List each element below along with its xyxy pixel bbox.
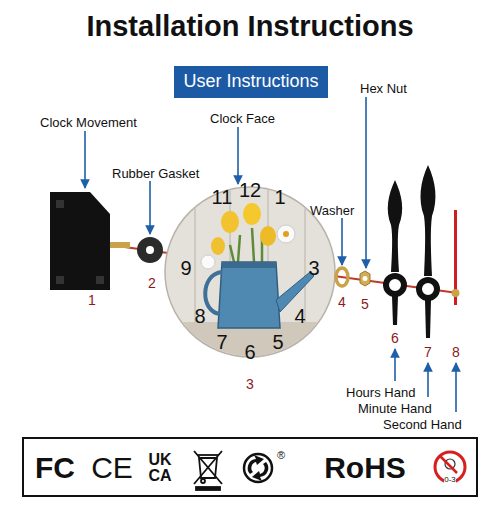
part-name: Rubber Gasket [112, 167, 199, 180]
dial-numeral: 7 [216, 332, 227, 352]
callout-number: 8 [452, 345, 460, 359]
gasket-ring [137, 237, 163, 263]
certification-bar: FC CE UK CA ® RoHS 0-3 [22, 437, 478, 497]
white-flower [201, 255, 215, 269]
leader-lines [85, 97, 456, 412]
watering-can [218, 262, 280, 328]
wood-plank [194, 180, 196, 370]
minute-hand [419, 165, 437, 338]
dial-numeral: 12 [239, 180, 261, 200]
recycle-ring [244, 454, 272, 482]
daffodil [243, 203, 261, 225]
warning-slash [440, 456, 457, 473]
weee-icon [194, 451, 222, 490]
part-name: Washer [310, 204, 354, 217]
dial-numeral: 9 [180, 258, 191, 278]
age-mark: 0-3 [444, 476, 456, 484]
gasket-hole [146, 246, 154, 254]
movement-hole [56, 276, 64, 284]
dial-numeral: 5 [272, 332, 283, 352]
bin-bar [196, 487, 220, 490]
part-name: Clock Movement [40, 116, 137, 129]
hand-ring [386, 276, 404, 294]
daffodil [211, 237, 225, 255]
table-top [160, 322, 340, 382]
hand-ring [419, 280, 437, 298]
hand-tail [425, 300, 431, 338]
flower-center [283, 231, 289, 237]
ce-mark: CE [91, 453, 133, 483]
second-cap [452, 289, 460, 297]
callout-number: 1 [88, 293, 96, 307]
bin-cross [194, 451, 222, 484]
header-text: User Instructions [183, 72, 318, 92]
leader-line [455, 363, 457, 412]
dial-numeral: 3 [308, 258, 319, 278]
movement-hole [56, 200, 64, 208]
callout-number: 4 [338, 295, 346, 309]
leader-line [149, 181, 151, 234]
callout-number: 2 [148, 276, 156, 290]
rohs-mark: RoHS [324, 453, 406, 483]
part-name: Hex Nut [360, 82, 407, 95]
recycle-arrow [252, 462, 268, 481]
wood-plank [304, 180, 306, 370]
movement-body [50, 192, 110, 290]
bin-lid [197, 454, 219, 456]
hand-blade [388, 180, 402, 272]
movement-hole [96, 276, 104, 284]
flower-stems [230, 228, 262, 262]
ukca-mark: UK CA [146, 452, 173, 484]
dial-numeral: 1 [274, 187, 285, 207]
rubber-gasket [137, 237, 163, 263]
leader-line [365, 97, 367, 268]
movement-shaft [110, 242, 130, 248]
hex-nut [360, 271, 370, 286]
clock-movement [50, 192, 130, 290]
callout-number: 6 [391, 331, 399, 345]
registered-mark: ® [277, 450, 285, 461]
bin-wheel [201, 479, 205, 483]
title: Installation Instructions [0, 12, 500, 41]
part-name: Clock Face [210, 112, 275, 125]
bin-cross [194, 451, 222, 484]
dial-numeral: 8 [194, 306, 205, 326]
can-rim [222, 262, 276, 268]
dial-numeral: 4 [294, 306, 305, 326]
callout-number: 3 [246, 377, 254, 391]
daffodil [221, 211, 239, 233]
leader-line [427, 363, 429, 397]
fcc-mark: FC [35, 453, 75, 483]
nut-hole [363, 276, 368, 281]
part-name: Hours Hand [346, 386, 415, 399]
callout-number: 7 [424, 345, 432, 359]
hand-tail [392, 296, 398, 325]
recycle-icon [244, 454, 272, 482]
washer [336, 268, 348, 286]
leader-line [237, 127, 239, 184]
section-header: User Instructions [174, 66, 327, 98]
leader-line [341, 218, 343, 265]
hand-blade [421, 165, 436, 276]
second-hand [452, 210, 460, 305]
daffodil [260, 226, 276, 246]
callout-number: 5 [361, 297, 369, 311]
recycle-arrow [248, 455, 264, 474]
dial-numeral: 6 [244, 342, 255, 362]
part-name: Second Hand [383, 418, 462, 431]
dial-numeral: 11 [212, 187, 233, 207]
can-handle [205, 272, 222, 314]
part-name: Minute Hand [358, 402, 432, 415]
leader-line [84, 131, 86, 188]
hour-hand [386, 180, 404, 325]
leader-line [394, 349, 396, 381]
white-flower [277, 225, 295, 243]
